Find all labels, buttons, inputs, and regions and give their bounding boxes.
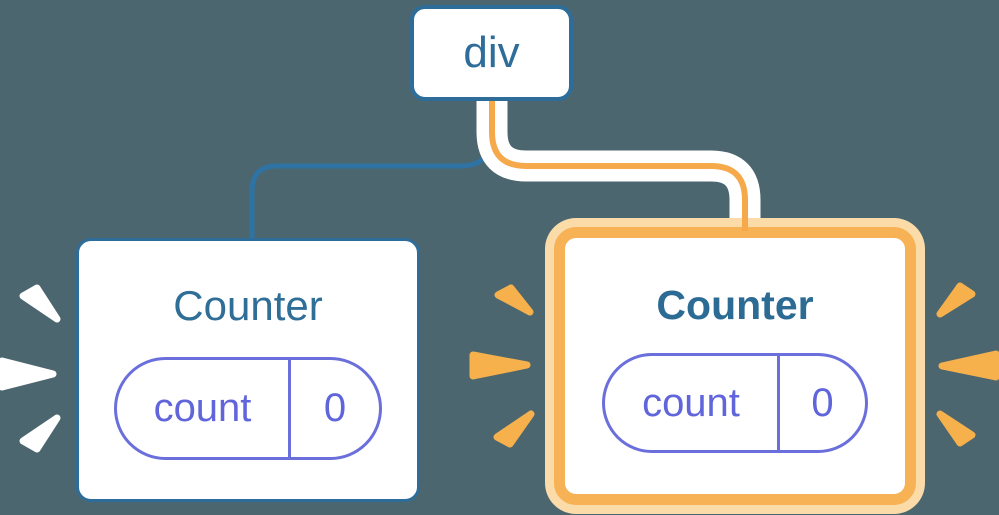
counter-card-left: Counter count 0 (76, 238, 420, 502)
state-value: 0 (811, 380, 834, 425)
burst-ray-icon (938, 350, 999, 381)
state-value: 0 (323, 386, 347, 430)
burst-ray-icon (936, 282, 976, 318)
burst-ray-icon (469, 351, 531, 380)
counter-card-right-highlighted: Counter count 0 (554, 227, 916, 505)
connector-to-right-counter-casing (476, 99, 761, 222)
burst-ray-icon (19, 414, 61, 453)
burst-ray-icon (0, 357, 57, 391)
burst-ray-icon (494, 284, 534, 316)
burst-right-of-right-counter (936, 282, 999, 447)
state-pill-left: count 0 (114, 357, 382, 460)
burst-ray-icon (493, 410, 535, 448)
burst-ray-icon (936, 410, 976, 447)
state-key-label: count (117, 360, 291, 457)
connector-to-left-counter (249, 101, 495, 242)
tree-node-div-label: div (463, 28, 520, 77)
state-pill-right: count 0 (602, 353, 868, 453)
counter-card-left-title: Counter (173, 282, 323, 329)
burst-ray-icon (19, 284, 61, 323)
burst-left-of-left-counter (0, 284, 61, 453)
burst-left-of-right-counter (469, 284, 535, 448)
counter-card-right-title: Counter (656, 282, 814, 328)
tree-node-div: div (410, 5, 573, 101)
connector-to-right-counter (489, 99, 748, 232)
state-key-label: count (605, 356, 780, 450)
